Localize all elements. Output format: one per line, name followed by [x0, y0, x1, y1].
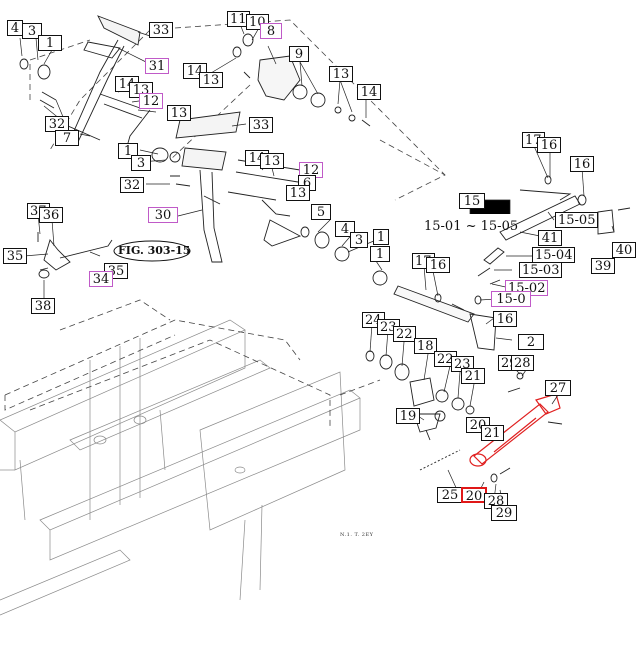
callout-c22a[interactable]: 22 [393, 326, 416, 342]
callout-c12b[interactable]: 12 [299, 162, 323, 178]
callout-c27[interactable]: 27 [545, 380, 571, 396]
callout-c29b[interactable]: 29 [491, 505, 517, 521]
middle-pedal-assembly [181, 147, 388, 286]
callout-c13b[interactable]: 13 [167, 105, 191, 121]
callout-c14c[interactable]: 14 [357, 84, 381, 100]
callout-c15-05[interactable]: 15-05 [555, 212, 599, 228]
callout-c18[interactable]: 18 [414, 338, 437, 354]
callout-c13d[interactable]: 13 [329, 66, 353, 82]
right-shaft-assembly [393, 175, 631, 351]
callout-c3a[interactable]: 3 [22, 23, 42, 39]
callout-c15-01[interactable]: 15-0 [491, 291, 531, 307]
callout-c33b[interactable]: 33 [249, 117, 273, 133]
range-group-label: 15-01 ~ 15-05 [424, 219, 519, 234]
callout-c41[interactable]: 41 [538, 230, 562, 246]
center-bracket-assembly [232, 33, 371, 127]
callout-c34[interactable]: 34 [89, 271, 113, 287]
callout-c35a[interactable]: 35 [3, 248, 27, 264]
callout-c2[interactable]: 2 [518, 334, 544, 350]
callout-c38[interactable]: 38 [31, 298, 55, 314]
chassis-frame [0, 319, 361, 616]
callout-c40[interactable]: 40 [612, 242, 636, 258]
callout-c15-04[interactable]: 15-04 [532, 247, 576, 263]
callout-c16b[interactable]: 16 [570, 156, 594, 172]
callout-c16c[interactable]: 16 [426, 257, 450, 273]
callout-c1c[interactable]: 1 [373, 229, 389, 245]
callout-c11[interactable]: 11 [227, 11, 250, 27]
callout-c39[interactable]: 39 [591, 258, 615, 274]
callout-c1a[interactable]: 1 [38, 35, 62, 51]
callout-c12a[interactable]: 12 [139, 93, 163, 109]
small-note: N.1. T. 2EY [340, 532, 374, 538]
callout-c25[interactable]: 25 [437, 487, 463, 503]
figure-reference-ellipse [113, 240, 191, 262]
callout-c7[interactable]: 7 [55, 130, 79, 146]
callout-c31[interactable]: 31 [145, 58, 169, 74]
figure-reference[interactable]: FIG. 303-15 [118, 244, 191, 257]
linkage-bracket-assembly [37, 232, 113, 279]
callout-c36[interactable]: 36 [39, 207, 63, 223]
callout-c3b[interactable]: 3 [131, 155, 151, 171]
callout-c19[interactable]: 19 [396, 408, 420, 424]
callout-c33a[interactable]: 33 [149, 22, 173, 38]
callout-c13f[interactable]: 13 [286, 185, 310, 201]
callout-c32a[interactable]: 32 [45, 116, 69, 132]
callout-15-group[interactable]: 15 [459, 193, 485, 209]
callout-c30[interactable]: 30 [148, 207, 178, 223]
callout-c32b[interactable]: 32 [120, 177, 144, 193]
dashed-guide-lines [4, 19, 446, 430]
callout-c13c[interactable]: 13 [199, 72, 223, 88]
callout-c16d[interactable]: 16 [493, 311, 517, 327]
callout-c8[interactable]: 8 [260, 23, 282, 39]
callout-c21a[interactable]: 21 [461, 368, 485, 384]
callout-c15-03[interactable]: 15-03 [519, 262, 563, 278]
callout-c21b[interactable]: 21 [481, 425, 504, 441]
callout-c28a[interactable]: 28 [511, 355, 534, 371]
callout-c3c[interactable]: 3 [350, 232, 368, 248]
callout-c1d[interactable]: 1 [370, 246, 390, 262]
callout-c16a[interactable]: 16 [537, 137, 561, 153]
callout-c4a[interactable]: 4 [7, 20, 23, 36]
callout-c9[interactable]: 9 [289, 46, 309, 62]
leader-lines [19, 23, 615, 511]
highlighted-lever-part [469, 393, 561, 467]
callout-c13e[interactable]: 13 [260, 153, 284, 169]
callout-c5[interactable]: 5 [311, 204, 331, 220]
